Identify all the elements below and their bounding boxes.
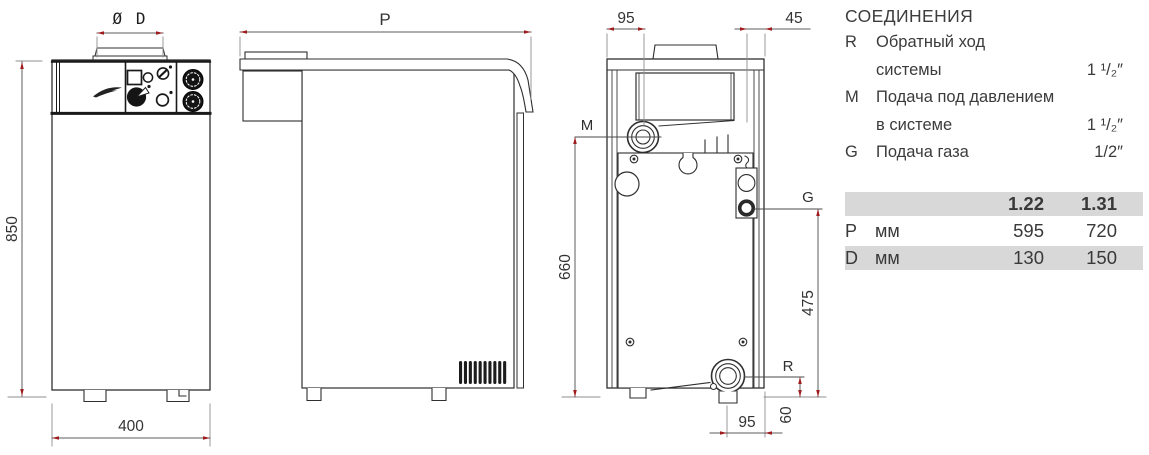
r-connection-pipe [710,358,746,404]
front-gauges [182,69,204,112]
connection-text: Обратный ход [876,33,986,51]
connection-key-m: M [845,88,859,106]
dim-660: 660 [557,136,601,398]
row-key: D [845,247,858,268]
connection-row-m-2: в системе 1 ¹/₂″ [845,116,1123,144]
connection-row-m-1: M Подача под давлением [845,88,1123,116]
row-value-1: 130 [1013,247,1044,268]
front-control-panel [50,60,212,115]
panel-screws [625,154,748,347]
dim-depth-label: P [379,10,390,29]
front-cabinet-body [51,59,211,391]
dim-width-400: 400 [51,403,211,447]
connection-size: 1 ¹/₂″ [1086,60,1123,79]
connection-key-r: R [845,33,857,51]
table-row-p: P мм 595 720 [845,216,1143,246]
row-key: P [845,220,858,241]
dim-bottom-95-label: 95 [738,414,755,431]
table-col-header-2: 1.31 [1080,193,1117,214]
dim-45-label: 45 [785,10,802,27]
keyhole-cutout [678,152,698,175]
connection-size: 1 ¹/₂″ [1086,115,1123,134]
dim-475-label: 475 [800,290,817,316]
table-col-header-1: 1.22 [1007,193,1044,214]
gas-valve [735,155,758,219]
dim-top-95-label: 95 [617,10,634,27]
selector-knob [155,93,170,107]
back-side-rails [611,69,760,389]
display-window [126,69,143,86]
dim-475: 475 [763,208,827,398]
dim-660-label: 660 [557,254,574,280]
connection-text: системы [876,60,942,79]
row-value-2: 720 [1086,220,1117,241]
connection-size: 1/2″ [1094,143,1123,161]
indicator-lamp [142,72,154,83]
connection-text: в системе [876,115,953,134]
dim-height-850: 850 [4,60,47,398]
connection-text: Подача газа [876,143,969,161]
connection-row-r-1: R Обратный ход [845,33,1123,61]
side-feet [306,387,447,402]
table-header-row: 1.22 1.31 [845,192,1143,216]
dim-top-95: 95 [606,10,646,126]
small-knob [156,67,170,80]
front-view: Ø D 850 400 [4,9,212,447]
row-value-1: 595 [1013,220,1044,241]
connection-row-g-1: G Подача газа 1/2″ [845,143,1123,171]
side-body [301,69,515,389]
back-feet [629,381,711,399]
dim-width-label: 400 [118,418,144,435]
row-value-2: 150 [1086,247,1117,268]
side-rear-strip [516,112,524,389]
connection-leaders [574,136,823,378]
row-unit: мм [875,247,900,268]
side-view: P [239,10,534,402]
dim-diameter: Ø D [96,9,164,58]
back-view: M G R 95 45 660 [557,10,827,438]
dim-diameter-label: Ø D [113,9,148,28]
dim-depth-P: P [239,10,532,100]
label-r: R [783,358,794,375]
connection-key-g: G [845,143,858,161]
dim-60: 60 [778,376,802,424]
label-m: M [581,117,594,134]
connection-text: Подача под давлением [876,88,1055,106]
front-feet [83,389,190,403]
smoke-chamber [635,72,735,127]
model-dimensions-table: 1.22 1.31 P мм 595 720 D мм 130 150 [845,192,1143,270]
back-flue-collar [652,44,719,60]
front-controls [126,65,173,107]
front-flue-collar [92,47,168,61]
connections-title: СОЕДИНЕНИЯ [845,6,974,26]
panel-hole [614,171,640,197]
side-top-plate [239,51,534,113]
dim-45: 45 [734,10,811,123]
connections-panel: СОЕДИНЕНИЯ R Обратный ход системы 1 ¹/₂″… [845,6,1123,171]
side-control-box [242,70,303,122]
connection-row-r-2: системы 1 ¹/₂″ [845,61,1123,89]
label-g: G [802,189,814,206]
vent-grille [459,361,507,384]
table-row-d: D мм 130 150 [845,246,1143,270]
row-unit: мм [875,220,900,241]
dim-bottom-95: 95 [709,391,783,438]
brand-logo-swoosh [93,87,122,98]
inner-panel [617,152,754,389]
dim-60-label: 60 [778,406,795,424]
dim-height-label: 850 [4,216,21,242]
panel-tabs [704,134,729,153]
